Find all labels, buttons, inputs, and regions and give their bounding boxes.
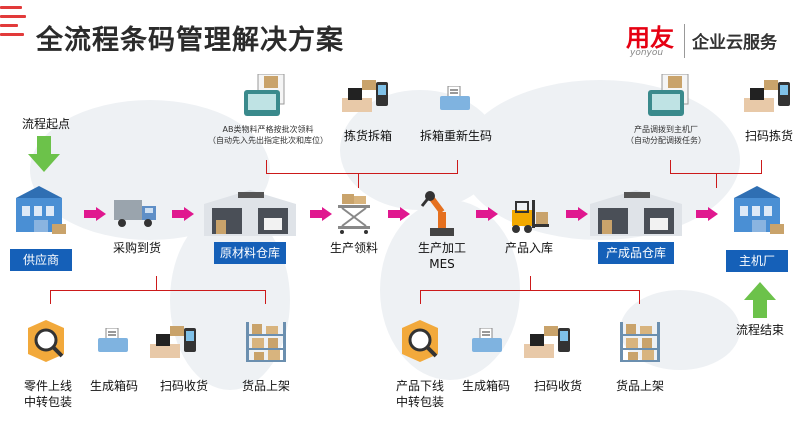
shelf-icon xyxy=(244,320,288,364)
top-right-note: 产品调拨到主机厂 （自动分配调拨任务） xyxy=(616,124,716,146)
scanner-hand-icon xyxy=(148,326,200,362)
bottom-left-step-online-packing-text: 零件上线 中转包装 xyxy=(23,379,72,409)
flow-node-mes-text: 生产加工 MES xyxy=(417,241,466,271)
warehouse-icon xyxy=(204,188,296,236)
bottom-right-bracket-stem xyxy=(530,276,531,290)
top-left-note-text: AB类物料严格按批次领料 （自动先入先出指定批次和库位） xyxy=(208,125,328,145)
flow-node-production-picking: 生产领料 xyxy=(329,241,378,255)
top-right-bracket xyxy=(670,160,762,174)
start-label: 流程起点 xyxy=(21,117,70,131)
factory-icon xyxy=(12,184,68,240)
flow-node-purchase-arrival: 采购到货 xyxy=(112,241,161,255)
flow-node-main-factory: 主机厂 xyxy=(726,250,788,272)
top-right-step-scan-pick: 扫码拣货 xyxy=(744,129,793,143)
top-left-note: AB类物料严格按批次领料 （自动先入先出指定批次和库位） xyxy=(198,124,338,146)
bottom-right-step-offline-packing-text: 产品下线 中转包装 xyxy=(395,379,444,409)
brand-logo: 用友 yonyou 企业云服务 xyxy=(626,18,802,64)
flow-arrow-icon xyxy=(388,207,410,221)
logo-subtext: yonyou xyxy=(630,48,664,58)
top-left-bracket xyxy=(266,160,458,174)
scanner-hand-icon xyxy=(522,326,574,362)
bottom-right-step-shelving: 货品上架 xyxy=(615,379,664,393)
shelf-icon xyxy=(618,320,662,364)
bottom-left-step-scan-receive: 扫码收货 xyxy=(159,379,208,393)
bottom-left-step-gen-box-code: 生成箱码 xyxy=(89,379,138,393)
scanner-hand-icon xyxy=(340,80,392,116)
bottom-left-bracket xyxy=(50,290,266,304)
decorative-stripes xyxy=(0,6,28,42)
flow-arrow-icon xyxy=(84,207,106,221)
flow-node-supplier: 供应商 xyxy=(10,249,72,271)
bottom-left-step-shelving: 货品上架 xyxy=(241,379,290,393)
scanner-hand-icon xyxy=(742,80,794,116)
logo-divider xyxy=(684,24,685,58)
flow-node-finished-goods-warehouse: 产成品仓库 xyxy=(598,242,674,264)
magnifier-box-icon xyxy=(398,318,442,362)
top-right-note-text: 产品调拨到主机厂 （自动分配调拨任务） xyxy=(626,125,706,145)
flow-node-product-warehousing: 产品入库 xyxy=(504,241,553,255)
magnifier-box-icon xyxy=(24,318,68,362)
bottom-right-step-scan-receive: 扫码收货 xyxy=(533,379,582,393)
flow-node-mes-processing: 生产加工 MES xyxy=(410,240,474,272)
forklift-icon xyxy=(506,200,550,234)
bottom-right-bracket xyxy=(420,290,640,304)
clipboard-icon xyxy=(242,74,292,118)
top-left-step-relabel: 拆箱重新生码 xyxy=(419,129,492,143)
factory-icon xyxy=(730,184,786,240)
flow-arrow-icon xyxy=(476,207,498,221)
flow-node-raw-material-warehouse: 原材料仓库 xyxy=(214,242,286,264)
top-left-bracket-stem xyxy=(358,174,359,188)
bottom-left-step-online-packing: 零件上线 中转包装 xyxy=(16,378,80,410)
label-printer-icon xyxy=(96,328,130,354)
logo-mark: 用友 xyxy=(626,24,674,52)
label-printer-icon xyxy=(470,328,504,354)
bottom-right-step-gen-box-code: 生成箱码 xyxy=(461,379,510,393)
label-printer-icon xyxy=(438,86,472,112)
green-down-arrow-icon xyxy=(28,136,60,172)
top-left-step-unpack: 拣货拆箱 xyxy=(343,129,392,143)
page-title: 全流程条码管理解决方案 xyxy=(36,25,344,56)
flow-arrow-icon xyxy=(172,207,194,221)
cart-icon xyxy=(336,192,372,234)
flow-arrow-icon xyxy=(310,207,332,221)
flow-arrow-icon xyxy=(696,207,718,221)
top-right-bracket-stem xyxy=(716,174,717,188)
warehouse-icon xyxy=(590,188,682,236)
robot-arm-icon xyxy=(420,186,464,236)
flow-arrow-icon xyxy=(566,207,588,221)
green-up-arrow-icon xyxy=(744,282,776,318)
bottom-right-step-offline-packing: 产品下线 中转包装 xyxy=(388,378,452,410)
end-label: 流程结束 xyxy=(735,323,784,337)
truck-icon xyxy=(114,196,160,230)
bottom-left-bracket-stem xyxy=(156,276,157,290)
clipboard-icon xyxy=(646,74,696,118)
logo-service-text: 企业云服务 xyxy=(692,33,777,53)
